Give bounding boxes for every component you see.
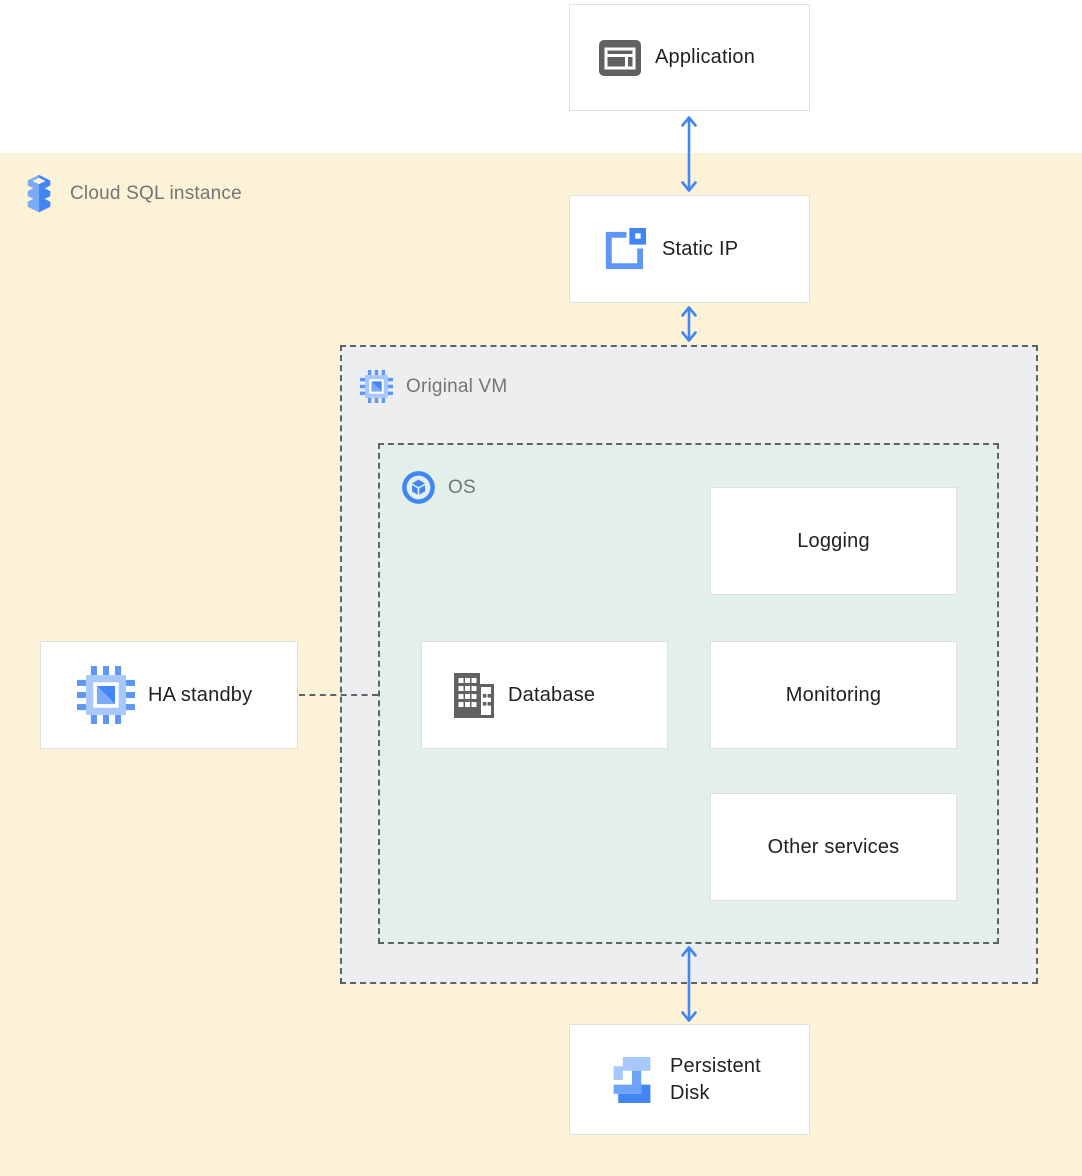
application-label: Application	[655, 46, 756, 68]
os-label: OS	[448, 476, 476, 498]
compute-engine-icon	[360, 370, 393, 403]
arrow-staticip-vm	[680, 305, 698, 348]
node-persistent-disk: Persistent Disk	[569, 1024, 810, 1135]
node-static-ip: Static IP	[569, 195, 810, 303]
os-icon	[402, 471, 435, 504]
persistent-disk-label: Persistent Disk	[670, 1054, 761, 1104]
original-vm-label-group: Original VM	[360, 370, 507, 403]
cloud-sql-instance-label: Cloud SQL instance	[22, 174, 242, 214]
node-application: Application	[569, 4, 810, 111]
static-ip-icon	[600, 226, 647, 273]
other-services-label: Other services	[767, 835, 900, 858]
cloud-sql-icon	[22, 174, 56, 214]
static-ip-label: Static IP	[662, 237, 739, 260]
node-ha-standby: HA standby	[40, 641, 298, 749]
logging-label: Logging	[797, 529, 870, 552]
os-label-group: OS	[402, 471, 476, 504]
arrow-application-staticip	[680, 115, 698, 198]
ha-standby-label: HA standby	[148, 683, 253, 706]
node-other-services: Other services	[710, 793, 957, 901]
persistent-disk-icon	[609, 1056, 655, 1103]
database-label: Database	[508, 683, 596, 706]
compute-engine-icon	[77, 666, 135, 724]
node-database: Database	[421, 641, 668, 749]
monitoring-label: Monitoring	[785, 683, 882, 706]
app-window-icon	[599, 39, 641, 76]
database-building-icon	[454, 672, 494, 719]
connector-ha-standby-vm	[299, 694, 378, 696]
node-logging: Logging	[710, 487, 957, 595]
original-vm-label: Original VM	[406, 375, 508, 397]
arrow-vm-persistentdisk	[680, 945, 698, 1028]
node-monitoring: Monitoring	[710, 641, 957, 749]
cloud-sql-instance-text: Cloud SQL instance	[70, 183, 242, 204]
top-white-band	[0, 0, 1082, 153]
